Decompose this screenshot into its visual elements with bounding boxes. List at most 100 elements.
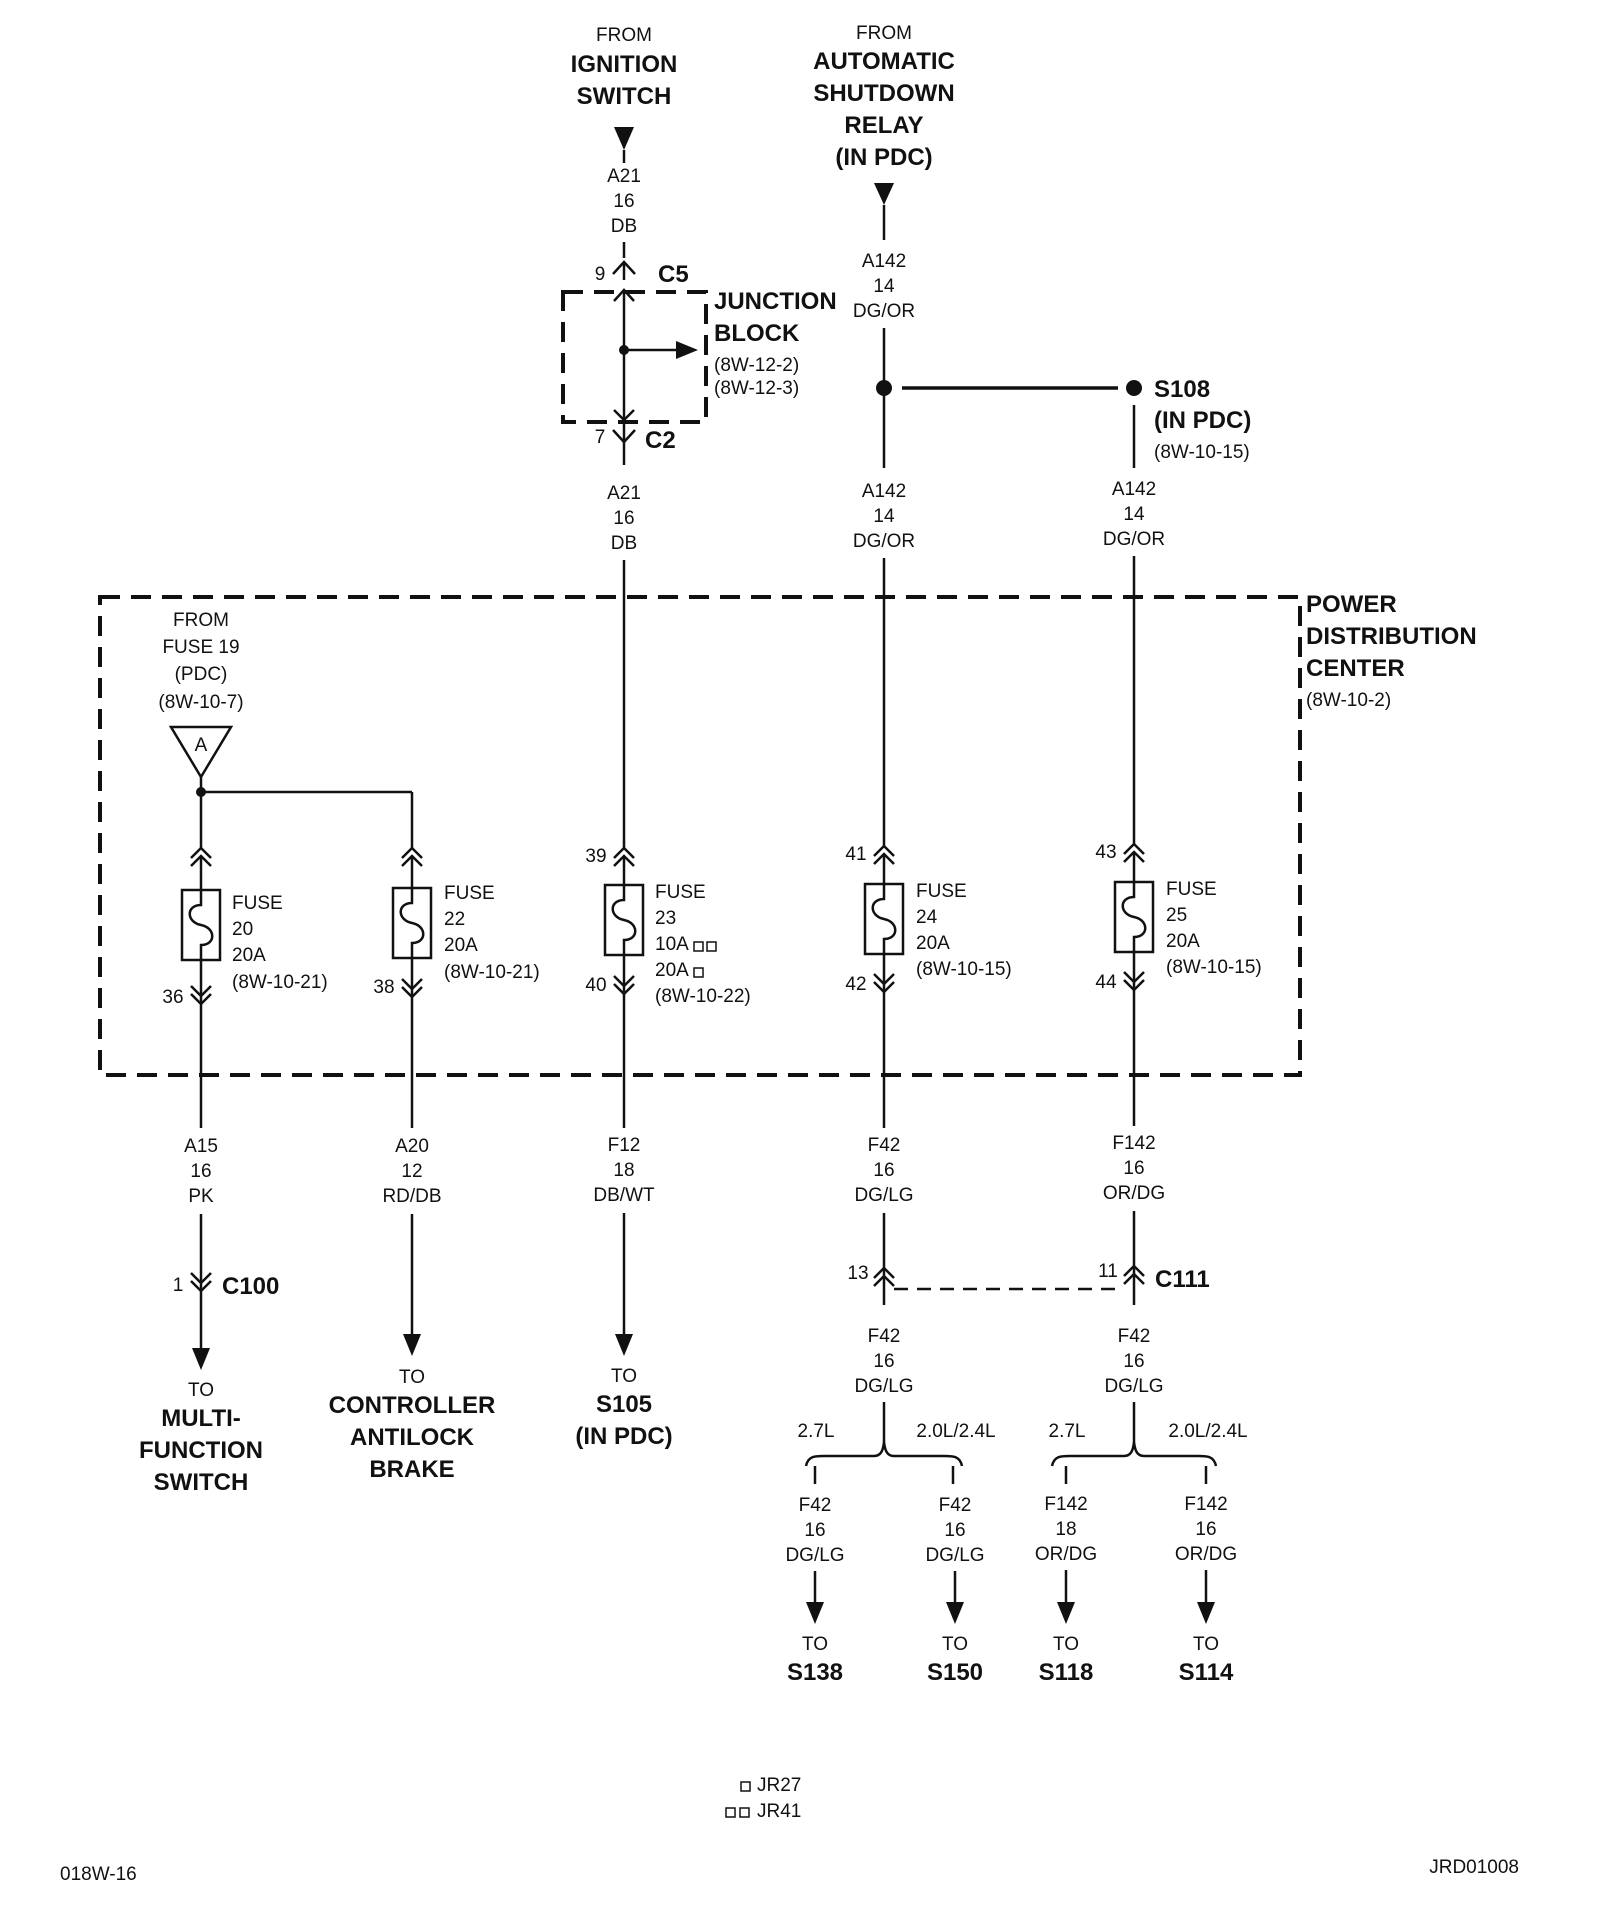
svg-text:2.0L/2.4L: 2.0L/2.4L [916,1421,995,1442]
svg-text:F142: F142 [1184,1494,1227,1515]
svg-text:16: 16 [613,191,634,212]
svg-text:BLOCK: BLOCK [714,320,800,347]
svg-text:TO: TO [611,1366,637,1387]
svg-text:2.0L/2.4L: 2.0L/2.4L [1168,1421,1247,1442]
svg-text:DG/LG: DG/LG [854,1185,913,1206]
svg-text:20A: 20A [655,960,689,981]
svg-text:TO: TO [188,1380,214,1401]
dest-s105: TO S105 (IN PDC) [575,1366,672,1450]
fuse-23: 39 FUSE 23 10A 20A (8W-10-22) 40 [585,846,751,1075]
svg-text:36: 36 [162,987,183,1008]
svg-text:F42: F42 [868,1326,901,1347]
svg-text:14: 14 [873,276,895,297]
dest-multifunction-switch: TO MULTI- FUNCTION SWITCH [139,1380,263,1496]
svg-text:A142: A142 [862,251,906,272]
legend: JR27 JR41 [725,1775,801,1822]
svg-text:12: 12 [401,1161,422,1182]
wire-label-a21-bottom: A21 16 DB [607,483,641,554]
svg-text:42: 42 [845,974,866,995]
svg-text:JUNCTION: JUNCTION [714,288,837,315]
svg-text:S118: S118 [1039,1659,1094,1686]
svg-text:FUSE: FUSE [916,881,967,902]
wire-label-a142-right: A142 14 DG/OR [1103,479,1165,550]
svg-text:16: 16 [804,1520,825,1541]
svg-text:23: 23 [655,908,676,929]
svg-text:A142: A142 [1112,479,1156,500]
svg-text:FUSE 19: FUSE 19 [162,637,239,658]
fuse19-triangle-icon [168,725,234,780]
svg-text:A20: A20 [395,1136,429,1157]
svg-text:FROM: FROM [173,610,229,631]
svg-text:(8W-10-7): (8W-10-7) [158,692,243,713]
fuse-24: 41 FUSE 24 20A (8W-10-15) 42 [845,844,1012,1075]
arrow-down-icon [946,1602,964,1624]
wire-label-a15: A15 16 PK [184,1136,218,1207]
ignition-from: FROM [596,25,652,46]
asd-label-1: AUTOMATIC [813,48,955,75]
svg-text:TO: TO [802,1634,828,1655]
svg-text:14: 14 [873,506,895,527]
svg-text:A15: A15 [184,1136,218,1157]
svg-text:DB: DB [611,533,637,554]
wire-label-f42-mid: F42 16 DG/LG [854,1326,913,1397]
svg-text:POWER: POWER [1306,591,1397,618]
svg-text:C111: C111 [1155,1266,1210,1293]
svg-text:25: 25 [1166,905,1187,926]
asd-relay-source: FROM AUTOMATIC SHUTDOWN RELAY (IN PDC) [813,23,955,205]
svg-text:DG/OR: DG/OR [1103,529,1165,550]
footer-page-id: 018W-16 [60,1864,137,1885]
svg-text:F142: F142 [1112,1133,1155,1154]
svg-text:S105: S105 [596,1391,652,1418]
dest-controller-antilock-brake: TO CONTROLLER ANTILOCK BRAKE [329,1367,496,1483]
arrow-down-icon [1057,1602,1075,1624]
svg-text:DB: DB [611,216,637,237]
svg-text:F42: F42 [868,1135,901,1156]
footer-doc-id: JRD01008 [1429,1857,1519,1878]
svg-text:38: 38 [373,977,394,998]
dest-s114: TO S114 [1179,1634,1234,1686]
arrow-down-icon [615,1334,633,1356]
ignition-switch-source: FROM IGNITION SWITCH [571,25,677,150]
svg-text:MULTI-: MULTI- [161,1405,241,1432]
svg-text:FUSE: FUSE [1166,879,1217,900]
wire-label-a142-mid: A142 14 DG/OR [853,481,915,552]
svg-text:TO: TO [399,1367,425,1388]
svg-text:20A: 20A [1166,931,1200,952]
svg-text:(8W-10-15): (8W-10-15) [1166,957,1262,978]
svg-text:A21: A21 [607,166,641,187]
svg-text:43: 43 [1095,842,1116,863]
svg-text:BRAKE: BRAKE [369,1456,454,1483]
svg-text:PK: PK [188,1186,214,1207]
svg-text:16: 16 [613,508,634,529]
wire-label-f142-b: F142 16 OR/DG [1175,1494,1237,1565]
splice-dot-s108 [1126,380,1142,396]
svg-text:JR41: JR41 [757,1801,801,1822]
branch-f42: 2.7L 2.0L/2.4L [798,1421,996,1484]
wire-label-a20: A20 12 RD/DB [382,1136,441,1207]
junction-block: JUNCTION BLOCK (8W-12-2) (8W-12-3) [561,288,837,424]
svg-text:RD/DB: RD/DB [382,1186,441,1207]
svg-text:DG/LG: DG/LG [1104,1376,1163,1397]
svg-text:DG/OR: DG/OR [853,301,915,322]
svg-text:20A: 20A [232,945,266,966]
svg-text:FUSE: FUSE [232,893,283,914]
svg-text:(8W-10-22): (8W-10-22) [655,986,751,1007]
pdc-label: POWER DISTRIBUTION CENTER (8W-10-2) [1306,591,1477,711]
svg-text:(8W-10-15): (8W-10-15) [916,959,1012,980]
svg-text:A21: A21 [607,483,641,504]
svg-text:(8W-10-21): (8W-10-21) [232,972,328,993]
wire-label-f142-top: F142 16 OR/DG [1103,1133,1165,1204]
svg-text:(8W-12-2): (8W-12-2) [714,355,799,376]
svg-text:13: 13 [847,1263,868,1284]
svg-text:A142: A142 [862,481,906,502]
branch-f142: 2.7L 2.0L/2.4L [1049,1421,1248,1484]
svg-text:16: 16 [1123,1351,1144,1372]
arrow-down-icon [1197,1602,1215,1624]
svg-text:TO: TO [942,1634,968,1655]
svg-text:20: 20 [232,919,253,940]
connector-c111: 13 11 C111 [847,1261,1209,1293]
svg-text:S138: S138 [787,1659,843,1686]
svg-text:FUSE: FUSE [444,883,495,904]
svg-text:7: 7 [595,427,606,448]
svg-text:F42: F42 [799,1495,832,1516]
